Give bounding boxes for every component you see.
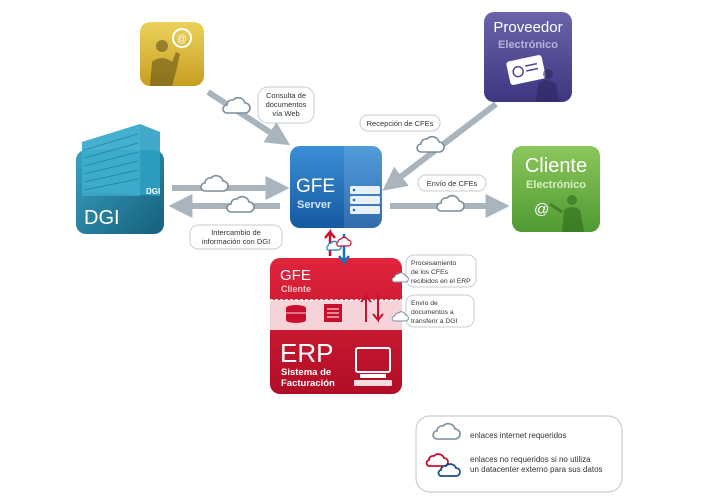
svg-text:@: @ bbox=[534, 201, 549, 218]
legend-dual-cloud-icon bbox=[425, 453, 461, 477]
node-web-user: @ bbox=[140, 22, 204, 86]
procesamiento-line2: de los CFEs bbox=[411, 269, 449, 276]
erp-title: ERP bbox=[280, 338, 333, 368]
gfe-server-line1: GFE bbox=[296, 176, 335, 197]
procesamiento-line3: recibidos en el ERP bbox=[411, 278, 471, 285]
dgi-logo: DGI bbox=[146, 187, 160, 196]
at-user-icon: @ bbox=[534, 195, 584, 232]
node-gfe-server: GFE Server bbox=[290, 146, 382, 228]
consulta-line1: Consulta de bbox=[266, 91, 306, 100]
label-recepcion: Recepción de CFEs bbox=[359, 114, 441, 132]
label-envio: Envío de CFEs bbox=[417, 174, 487, 192]
envio-docs-line3: transferir a DGI bbox=[411, 318, 458, 325]
server-erp-connector bbox=[324, 228, 352, 266]
document-icon bbox=[324, 304, 342, 322]
cloud-envio-icon bbox=[436, 194, 465, 212]
legend-item2-line2: un datacenter externo para sus datos bbox=[470, 465, 603, 474]
legend: enlaces internet requeridos enlaces no r… bbox=[415, 415, 623, 493]
consulta-line3: vía Web bbox=[272, 109, 299, 118]
cloud-dgi-out-icon bbox=[226, 195, 255, 213]
label-procesamiento: Procesamiento de los CFEs recibidos en e… bbox=[405, 254, 477, 288]
dgi-label: DGI bbox=[84, 207, 120, 229]
label-consulta: Consulta de documentos vía Web bbox=[257, 86, 315, 124]
gfe-cliente-line1: GFE bbox=[280, 267, 311, 284]
arrow-consulta bbox=[206, 89, 291, 146]
envio-label: Envío de CFEs bbox=[427, 179, 478, 188]
erp-line2: Facturación bbox=[281, 378, 335, 389]
node-proveedor: Proveedor Electrónico bbox=[484, 12, 572, 102]
legend-item2-line1: enlaces no requeridos si no utiliza bbox=[470, 455, 591, 464]
computer-icon bbox=[354, 347, 392, 386]
node-cliente: Cliente Electrónico @ bbox=[512, 146, 600, 232]
office-building-icon: DGI bbox=[82, 124, 160, 196]
server-rack-icon bbox=[350, 186, 380, 214]
cliente-line2: Electrónico bbox=[526, 179, 586, 191]
recepcion-label: Recepción de CFEs bbox=[367, 119, 434, 128]
database-icon bbox=[286, 305, 306, 323]
cliente-line1: Cliente bbox=[525, 155, 587, 177]
proveedor-line2: Electrónico bbox=[498, 39, 558, 51]
legend-item1: enlaces internet requeridos bbox=[470, 431, 567, 440]
envio-docs-line1: Envío de bbox=[411, 300, 438, 307]
label-envio-docs: Envío de documentos a transferir a DGI bbox=[405, 294, 475, 328]
web-user-icon: @ bbox=[150, 28, 192, 86]
sync-arrows-icon bbox=[360, 293, 384, 323]
node-dgi: DGI DGI bbox=[76, 124, 164, 234]
gfe-server-line2: Server bbox=[297, 199, 332, 211]
procesamiento-line1: Procesamiento bbox=[411, 260, 457, 267]
label-intercambio: Intercambio de información con DGI bbox=[189, 224, 283, 250]
envio-docs-line2: documentos a bbox=[411, 309, 454, 316]
intercambio-line1: Intercambio de bbox=[211, 228, 261, 237]
svg-text:@: @ bbox=[177, 34, 187, 45]
consulta-line2: documentos bbox=[266, 100, 307, 109]
cloud-consulta-icon bbox=[222, 96, 251, 114]
cloud-dgi-in-icon bbox=[200, 174, 229, 192]
gfe-cliente-line2: Cliente bbox=[281, 284, 311, 294]
certificate-card-icon bbox=[506, 55, 560, 102]
erp-line1: Sistema de bbox=[281, 367, 331, 378]
proveedor-line1: Proveedor bbox=[493, 19, 562, 36]
intercambio-line2: información con DGI bbox=[202, 237, 270, 246]
node-erp: GFE Cliente ERP Sistema de Facturación bbox=[270, 258, 402, 394]
cloud-recepcion-icon bbox=[416, 135, 445, 153]
